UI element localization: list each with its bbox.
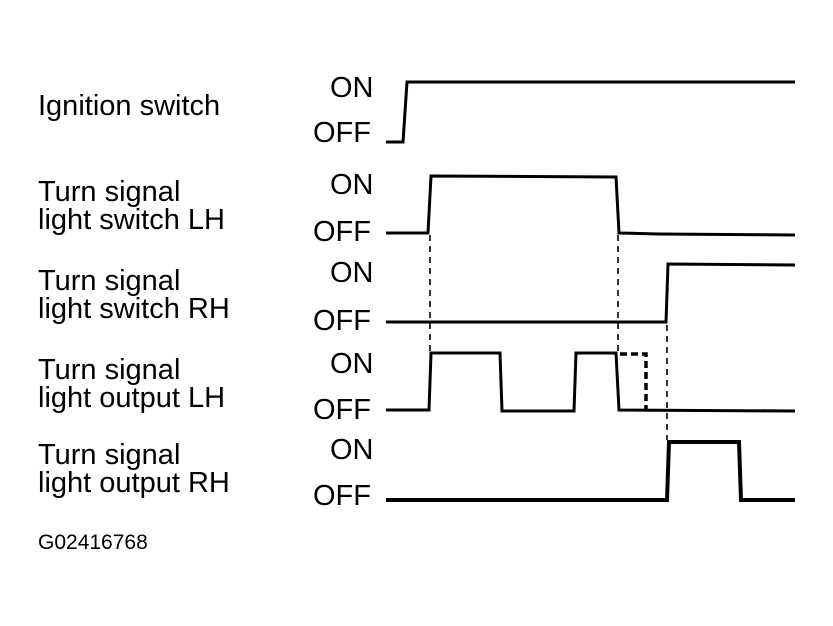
label-turn-signal-switch-lh: Turn signal light switch LH: [38, 176, 225, 236]
waveform-ignition-switch: [386, 80, 795, 144]
label-line: Turn signal: [38, 439, 181, 471]
label-turn-signal-switch-rh: Turn signal light switch RH: [38, 265, 230, 325]
label-line: light switch RH: [38, 293, 230, 325]
dashed-pulse-output-lh: [620, 352, 648, 409]
on-label-ignition: ON: [330, 72, 374, 104]
off-label-switch-lh: OFF: [313, 216, 371, 248]
label-line: Turn signal: [38, 265, 181, 297]
on-label-switch-rh: ON: [330, 257, 374, 289]
label-line: Ignition switch: [38, 90, 221, 122]
off-label-output-rh: OFF: [313, 480, 371, 512]
label-turn-signal-output-rh: Turn signal light output RH: [38, 439, 230, 499]
label-line: light output LH: [38, 382, 226, 414]
label-line: Turn signal: [38, 176, 181, 208]
off-label-switch-rh: OFF: [313, 305, 371, 337]
waveform-turn-signal-switch-lh: [386, 174, 796, 237]
label-line: light switch LH: [38, 204, 225, 236]
label-line: light output RH: [38, 467, 230, 499]
on-label-output-lh: ON: [330, 348, 374, 380]
waveform-turn-signal-switch-rh: [386, 262, 796, 324]
label-turn-signal-output-lh: Turn signal light output LH: [38, 354, 226, 414]
waveform-turn-signal-output-lh: [386, 351, 796, 413]
on-label-switch-lh: ON: [330, 169, 374, 201]
off-label-output-lh: OFF: [313, 394, 371, 426]
figure-id: G02416768: [38, 531, 148, 554]
waveform-turn-signal-output-rh: [386, 440, 795, 502]
label-line: Turn signal: [38, 354, 181, 386]
off-label-ignition: OFF: [313, 117, 371, 149]
label-ignition-switch: Ignition switch: [38, 90, 221, 122]
on-label-output-rh: ON: [330, 434, 374, 466]
